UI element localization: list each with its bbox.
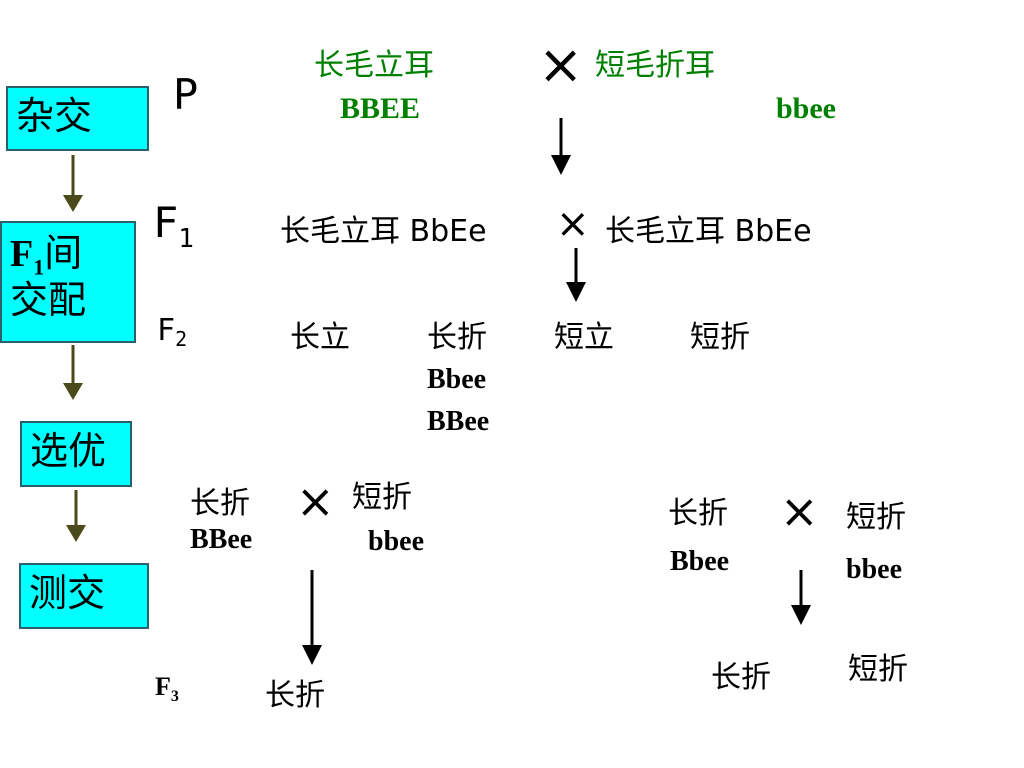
testcross-left-p1-genotype: BBee <box>190 524 253 555</box>
generation-p: P <box>173 70 199 119</box>
step-box-f1-mating: F1间 交配 <box>0 221 136 343</box>
f2-phenotype-1: 长立 <box>290 320 350 355</box>
testcross-left-offspring: 长折 <box>265 678 325 713</box>
step-label-f1-rest: 间 <box>44 231 83 275</box>
step-box-select: 选优 <box>20 421 132 487</box>
testcross-left-cross-symbol: × <box>296 474 335 528</box>
generation-f2-letter: F <box>157 313 176 348</box>
step-box-hybridize: 杂交 <box>6 86 149 151</box>
step-arrow-1 <box>63 155 83 212</box>
f1-right-text: 长毛立耳 BbEe <box>605 214 812 249</box>
generation-f3: F3 <box>155 672 179 706</box>
testcross-left-p2-phenotype: 短折 <box>352 480 412 515</box>
testcross-right-cross-symbol: × <box>780 484 819 538</box>
f1-to-f2-arrow <box>566 248 586 302</box>
generation-f3-letter: F <box>155 672 171 701</box>
step-box-testcross: 测交 <box>19 563 149 629</box>
f1-left-individual: 长毛立耳 BbEe <box>280 206 487 250</box>
generation-f1-sub: 1 <box>178 224 194 254</box>
p-right-phenotype: 短毛折耳 <box>595 48 715 83</box>
f2-phenotype-4: 短折 <box>690 320 750 355</box>
testcross-right-p1-genotype: Bbee <box>670 546 730 577</box>
step-arrow-2 <box>63 345 83 400</box>
step-label-f1-letter: F <box>10 233 34 275</box>
f2-genotype-2: BBee <box>427 406 490 437</box>
generation-f1: F1 <box>153 198 194 254</box>
testcross-left-arrow <box>302 570 322 665</box>
p-left-phenotype: 长毛立耳 <box>314 48 434 83</box>
f2-phenotype-2: 长折 <box>427 320 487 355</box>
f1-cross-symbol: × <box>556 201 590 247</box>
generation-f2: F2 <box>157 313 188 351</box>
testcross-left-p1-phenotype: 长折 <box>190 486 250 521</box>
f2-genotype-1: Bbee <box>427 364 487 395</box>
testcross-right-p2-phenotype: 短折 <box>846 500 906 535</box>
f2-phenotype-3: 短立 <box>554 320 614 355</box>
p-right-genotype: bbee <box>776 92 836 125</box>
testcross-right-p2-genotype: bbee <box>846 554 902 585</box>
step-arrow-3 <box>66 490 86 542</box>
p-left-genotype: BBEE <box>340 92 421 125</box>
f1-left-text: 长毛立耳 BbEe <box>280 214 487 249</box>
testcross-left-p2-genotype: bbee <box>368 526 424 557</box>
step-label-testcross: 测交 <box>29 571 106 615</box>
step-label-select: 选优 <box>30 429 107 473</box>
step-label-hybridize: 杂交 <box>16 94 93 138</box>
generation-f2-sub: 2 <box>175 327 188 351</box>
testcross-right-p1-phenotype: 长折 <box>668 496 728 531</box>
generation-f3-sub: 3 <box>170 688 179 706</box>
testcross-right-offspring-2: 短折 <box>848 652 908 687</box>
step-label-f1-line2: 交配 <box>10 277 87 322</box>
testcross-right-offspring-1: 长折 <box>711 660 771 695</box>
testcross-right-arrow <box>791 570 811 625</box>
generation-f1-letter: F <box>153 198 179 247</box>
p-cross-symbol: × <box>538 33 584 96</box>
f1-right-individual: 长毛立耳 BbEe <box>605 206 812 250</box>
p-to-f1-arrow <box>551 118 571 175</box>
step-label-f1-sub: 1 <box>33 254 45 280</box>
